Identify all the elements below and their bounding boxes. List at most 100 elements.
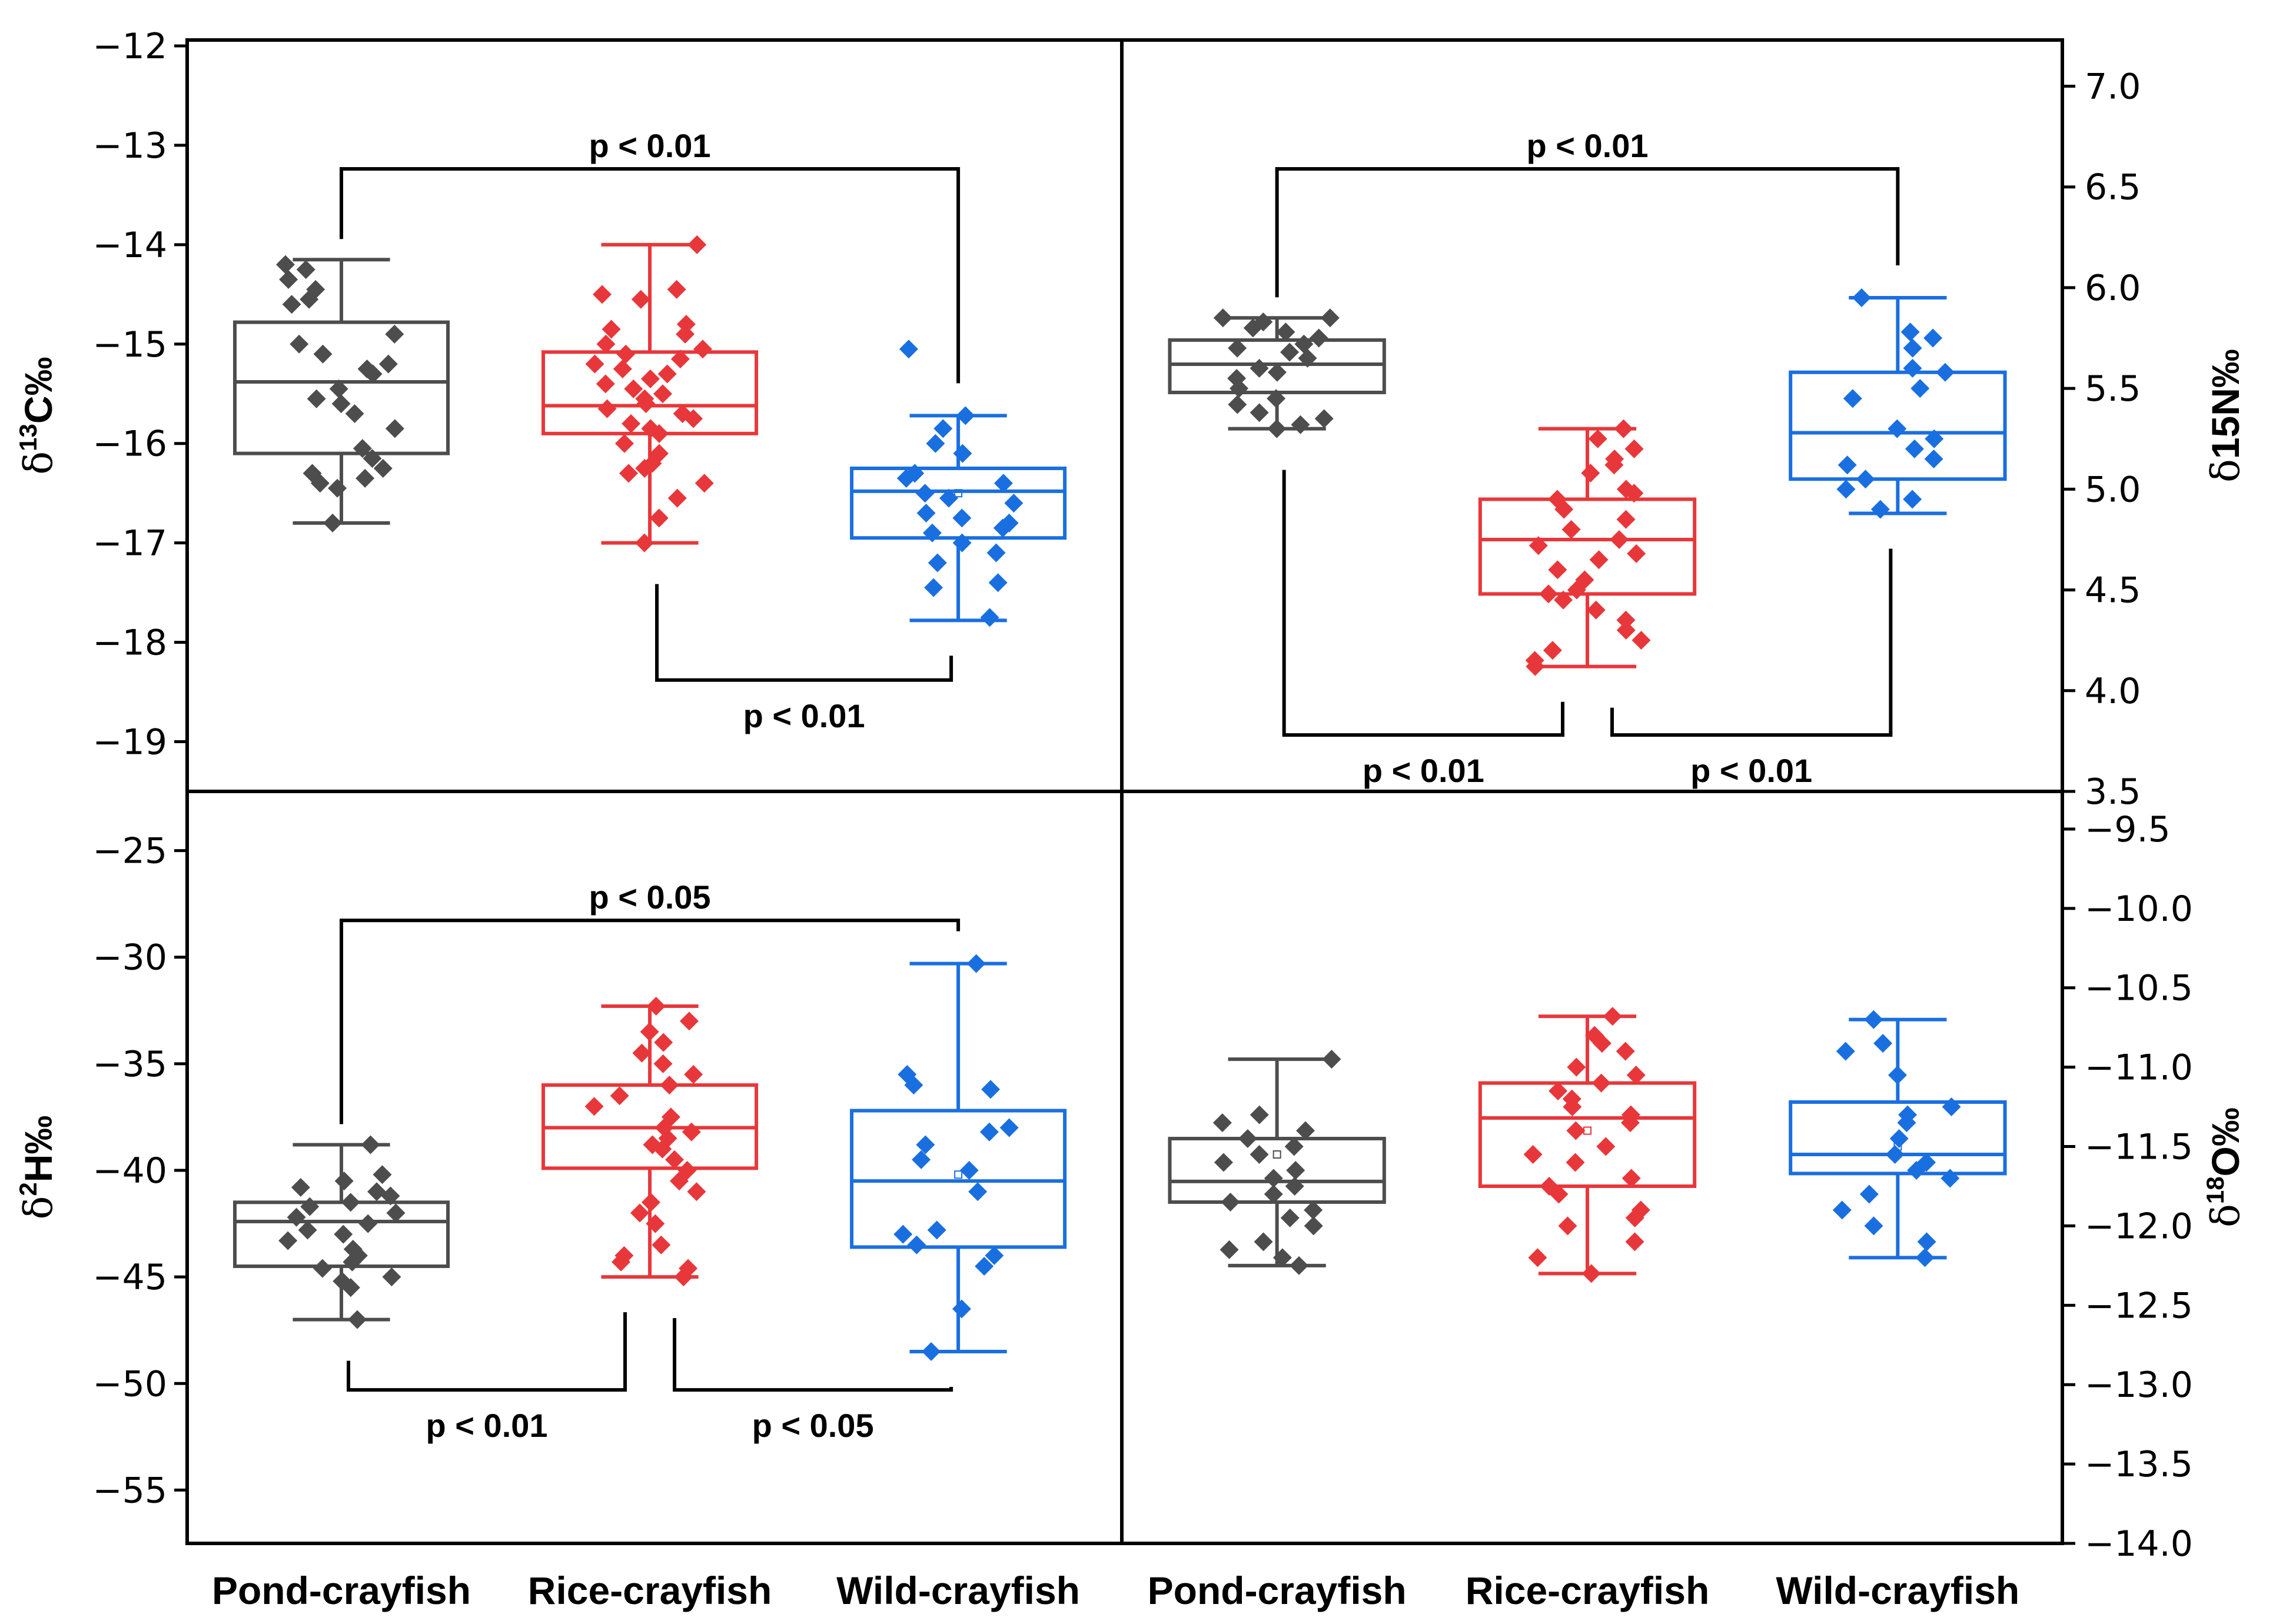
data-point — [1228, 338, 1247, 358]
data-point — [353, 439, 372, 458]
data-point — [345, 404, 364, 424]
box-group-rice-crayfish — [1478, 419, 1697, 676]
data-point — [1626, 1066, 1646, 1085]
data-point — [1889, 1129, 1909, 1149]
y-tick-label: −50 — [92, 1363, 167, 1405]
data-point — [667, 488, 687, 508]
data-point — [1859, 1184, 1879, 1204]
data-point — [682, 1122, 701, 1142]
data-point — [667, 279, 686, 299]
data-point — [952, 1299, 971, 1319]
data-point — [1267, 419, 1287, 438]
y-tick-label: −10.0 — [2085, 888, 2193, 930]
data-point — [1592, 1034, 1612, 1053]
data-point — [1296, 1121, 1315, 1140]
iqr-box — [1478, 497, 1697, 596]
data-point — [1314, 409, 1334, 428]
data-point — [1838, 455, 1857, 475]
data-point — [1220, 1240, 1239, 1259]
y-tick-label: −12.0 — [2085, 1206, 2193, 1247]
data-point — [660, 1076, 679, 1095]
data-point — [343, 1252, 362, 1272]
data-point — [290, 334, 309, 354]
y-axis-label: δ15N‰ — [2203, 349, 2248, 482]
data-point — [1272, 1248, 1292, 1267]
p-value-label: p < 0.01 — [1526, 127, 1648, 164]
data-point — [981, 1080, 1001, 1099]
data-point — [1897, 1113, 1916, 1133]
data-point — [1529, 536, 1548, 555]
data-point — [1864, 1010, 1883, 1029]
data-point — [1267, 362, 1287, 382]
y-tick-label: 6.5 — [2085, 167, 2141, 208]
data-point — [674, 1267, 693, 1287]
data-point — [1616, 1041, 1635, 1061]
data-point — [1549, 1184, 1569, 1204]
data-point — [1903, 490, 1922, 509]
data-point — [1616, 610, 1636, 630]
data-point — [1566, 1153, 1585, 1172]
data-point — [687, 1182, 706, 1202]
data-point — [1603, 1007, 1622, 1026]
data-point — [1856, 470, 1875, 489]
data-point — [373, 1165, 392, 1184]
data-point — [899, 340, 918, 359]
category-label: Pond-crayfish — [212, 1569, 471, 1612]
y-tick-label: 5.0 — [2085, 469, 2141, 510]
data-point — [653, 1139, 672, 1159]
data-point — [585, 354, 604, 374]
data-point — [385, 419, 404, 438]
data-point — [298, 1220, 317, 1240]
data-point — [1548, 560, 1567, 580]
data-point — [1250, 1105, 1269, 1124]
box-group-wild-crayfish — [1789, 288, 2007, 519]
iqr-box — [1789, 370, 2007, 481]
data-point — [979, 1122, 999, 1142]
data-point — [985, 1246, 1004, 1265]
y-tick-label: −13 — [92, 125, 167, 167]
data-point — [1221, 1192, 1240, 1212]
data-point — [933, 419, 953, 438]
data-point — [584, 1097, 604, 1116]
bracket-line — [673, 1318, 953, 1392]
data-point — [1624, 439, 1644, 458]
y-tick-label: 7.0 — [2085, 66, 2141, 107]
data-point — [657, 364, 677, 384]
p-value-label: p < 0.01 — [589, 127, 711, 164]
y-tick-label: −16 — [92, 424, 167, 465]
data-point — [1907, 1161, 1926, 1180]
bracket-line — [1282, 470, 1565, 737]
data-point — [1250, 358, 1269, 378]
data-point — [993, 518, 1012, 538]
data-point — [1250, 1145, 1269, 1164]
data-point — [1589, 550, 1609, 570]
bracket-line — [347, 1312, 627, 1392]
data-point — [1581, 1264, 1601, 1283]
data-point — [596, 334, 616, 354]
data-point — [1539, 584, 1558, 604]
data-point — [1903, 358, 1922, 378]
data-point — [1900, 322, 1920, 342]
data-point — [1554, 590, 1573, 610]
y-tick-label: −15 — [92, 324, 167, 365]
data-point — [1320, 308, 1340, 328]
bracket-line — [1610, 548, 1893, 737]
data-point — [1291, 415, 1310, 434]
data-point — [355, 468, 375, 488]
data-point — [1294, 334, 1314, 354]
y-tick-label: 6.0 — [2085, 268, 2141, 309]
data-point — [1625, 1208, 1644, 1227]
data-point — [1549, 1081, 1568, 1101]
data-point — [1627, 544, 1646, 563]
data-point — [636, 394, 656, 414]
data-point — [1620, 1113, 1640, 1133]
box-group-wild-crayfish — [1789, 1010, 2007, 1267]
y-tick-label: −13.5 — [2085, 1444, 2193, 1485]
box-group-wild-crayfish — [850, 340, 1067, 627]
data-point — [1276, 322, 1295, 342]
data-point — [1622, 1169, 1641, 1188]
data-point — [381, 1186, 400, 1206]
data-point — [616, 344, 636, 364]
